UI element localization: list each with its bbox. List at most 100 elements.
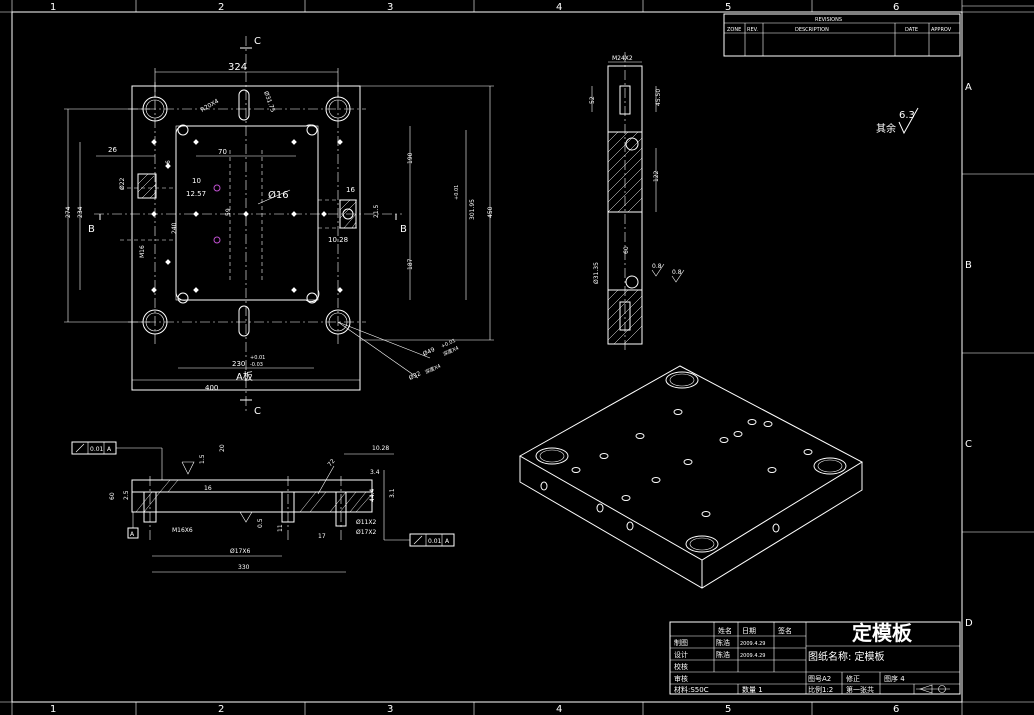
tb-main-title: 定模板 bbox=[852, 621, 913, 645]
col-label-6b: 6 bbox=[893, 704, 899, 715]
dim-6: 6 bbox=[165, 160, 172, 164]
dim-324: 324 bbox=[228, 62, 247, 73]
tb-material: 材料:S50C bbox=[674, 685, 709, 694]
dim-274: 274 bbox=[65, 206, 72, 218]
gdt-right-tol: 0.01 bbox=[428, 538, 442, 545]
row-label-a: A bbox=[965, 82, 972, 93]
dim-16: 16 bbox=[346, 186, 355, 194]
top-view: 324 400 230 +0.01 -0.03 70 26 10 12.57 1… bbox=[64, 36, 494, 417]
dim-26: 26 bbox=[108, 146, 117, 154]
sec-20: 20 bbox=[219, 444, 226, 452]
dim-187: 187 bbox=[407, 258, 414, 270]
dim-r20x4: R20X4 bbox=[200, 98, 221, 114]
isometric-view bbox=[518, 365, 864, 589]
rev-hdr-date: DATE bbox=[905, 27, 918, 33]
gdt-right-datum: A bbox=[445, 538, 450, 545]
sec-60: 60 bbox=[109, 492, 116, 500]
dim-22: Ø22 bbox=[119, 177, 126, 190]
sec-o17x6: Ø17X6 bbox=[230, 548, 250, 555]
tb-hdr-sign: 签名 bbox=[778, 626, 792, 635]
column-ticks bbox=[135, 0, 1034, 715]
sec-11: 11 bbox=[277, 524, 284, 532]
tb-hdr-date: 日期 bbox=[742, 627, 756, 635]
dim-301-tol: +0.01 bbox=[454, 185, 460, 200]
side-31-35: Ø31.35 bbox=[593, 262, 600, 284]
section-b-left: B bbox=[88, 224, 95, 235]
col-label-5: 5 bbox=[725, 2, 731, 13]
dim-10: 10 bbox=[192, 177, 201, 185]
tb-page: 图序 4 bbox=[884, 674, 905, 683]
sec-0-5: 0.5 bbox=[257, 518, 264, 528]
col-label-3: 3 bbox=[387, 2, 393, 13]
sec-17: 17 bbox=[318, 533, 326, 540]
tb-date-1: 2009.4.29 bbox=[740, 641, 765, 647]
dim-m16: M16 bbox=[139, 245, 146, 258]
dim-234: 234 bbox=[77, 206, 84, 218]
dim-301: 301.95 bbox=[469, 199, 476, 220]
tb-date-2: 2009.4.29 bbox=[740, 653, 765, 659]
section-c-bottom: C bbox=[254, 406, 261, 417]
surface-finish-label: 其余 bbox=[876, 122, 896, 135]
dim-dia-49-tol-top: +0.01 bbox=[440, 338, 456, 350]
col-label-1: 1 bbox=[50, 2, 56, 13]
dim-31-75: Ø31.75 bbox=[262, 90, 276, 113]
sec-3-1: 3.1 bbox=[389, 488, 396, 498]
sec-m16x6: M16X6 bbox=[172, 527, 193, 534]
tb-row-design: 设计 bbox=[674, 650, 688, 659]
row-label-b: B bbox=[965, 260, 972, 271]
surface-finish-note: 6.3 其余 bbox=[876, 107, 919, 135]
sec-16: 16 bbox=[204, 485, 212, 492]
col-label-4b: 4 bbox=[556, 704, 562, 715]
rev-hdr-zone: ZONE bbox=[727, 27, 741, 33]
dim-190: 190 bbox=[407, 152, 414, 164]
side-r1: 0.8 bbox=[652, 263, 662, 270]
tb-scale: 比例1:2 bbox=[808, 685, 833, 694]
tb-row-check: 校核 bbox=[674, 662, 688, 671]
col-label-2: 2 bbox=[218, 2, 224, 13]
tb-hdr-name: 姓名 bbox=[718, 626, 732, 635]
sec-o11x2: Ø11X2 bbox=[356, 519, 376, 526]
rev-hdr-rev: REV. bbox=[747, 27, 758, 33]
side-m24: M24X2 bbox=[612, 55, 633, 62]
plate-label: A板 bbox=[236, 370, 253, 383]
tb-name-1: 陈浩 bbox=[716, 638, 730, 647]
sec-72: 72 bbox=[326, 458, 336, 468]
dim-230: 230 bbox=[232, 360, 245, 368]
gdt-left-tol: 0.01 bbox=[90, 446, 104, 453]
sec-1-5: 1.5 bbox=[199, 454, 206, 464]
side-60: 60 bbox=[623, 246, 630, 254]
col-label-1b: 1 bbox=[50, 704, 56, 715]
col-label-2b: 2 bbox=[218, 704, 224, 715]
sec-10-28: 10.28 bbox=[372, 445, 389, 452]
tb-row-draw: 制图 bbox=[674, 638, 688, 647]
dim-450: 450 bbox=[487, 206, 494, 218]
sec-3-4: 3.4 bbox=[370, 469, 380, 476]
dim-230-tol-bot: -0.03 bbox=[250, 362, 263, 368]
col-label-5b: 5 bbox=[725, 704, 731, 715]
rev-hdr-approv: APPROV bbox=[931, 27, 952, 33]
dim-59: 59 bbox=[225, 208, 232, 216]
dim-10-28: 10.28 bbox=[328, 236, 348, 244]
tb-drawing-name: 图纸名称: 定模板 bbox=[808, 650, 885, 663]
side-r2: 0.8 bbox=[672, 269, 682, 276]
tb-name-2: 陈浩 bbox=[716, 650, 730, 659]
tb-sheet-size: 图号A2 bbox=[808, 675, 831, 683]
tb-revise: 修正 bbox=[846, 674, 860, 683]
tb-sheet-count: 第一张共 bbox=[846, 685, 874, 694]
surface-finish-value: 6.3 bbox=[899, 110, 915, 121]
dim-21-5: 21.5 bbox=[373, 204, 380, 218]
dim-dia-32: Ø32 bbox=[408, 370, 422, 382]
side-52: 52 bbox=[589, 96, 596, 104]
sec-o17x2: Ø17X2 bbox=[356, 529, 376, 536]
revisions-title: REVISIONS bbox=[815, 17, 842, 23]
sec-2-5: 2.5 bbox=[123, 490, 130, 500]
col-label-6: 6 bbox=[893, 2, 899, 13]
row-label-d: D bbox=[965, 618, 973, 629]
side-122: 122 bbox=[653, 170, 660, 182]
dim-230-tol-top: +0.01 bbox=[250, 355, 265, 361]
dim-12-57: 12.57 bbox=[186, 190, 206, 198]
dim-70: 70 bbox=[218, 148, 227, 156]
dim-240: 240 bbox=[171, 222, 178, 234]
section-view: 0.01 A 0.01 A A 330 Ø17X6 M16X6 10.28 20… bbox=[71, 441, 455, 573]
